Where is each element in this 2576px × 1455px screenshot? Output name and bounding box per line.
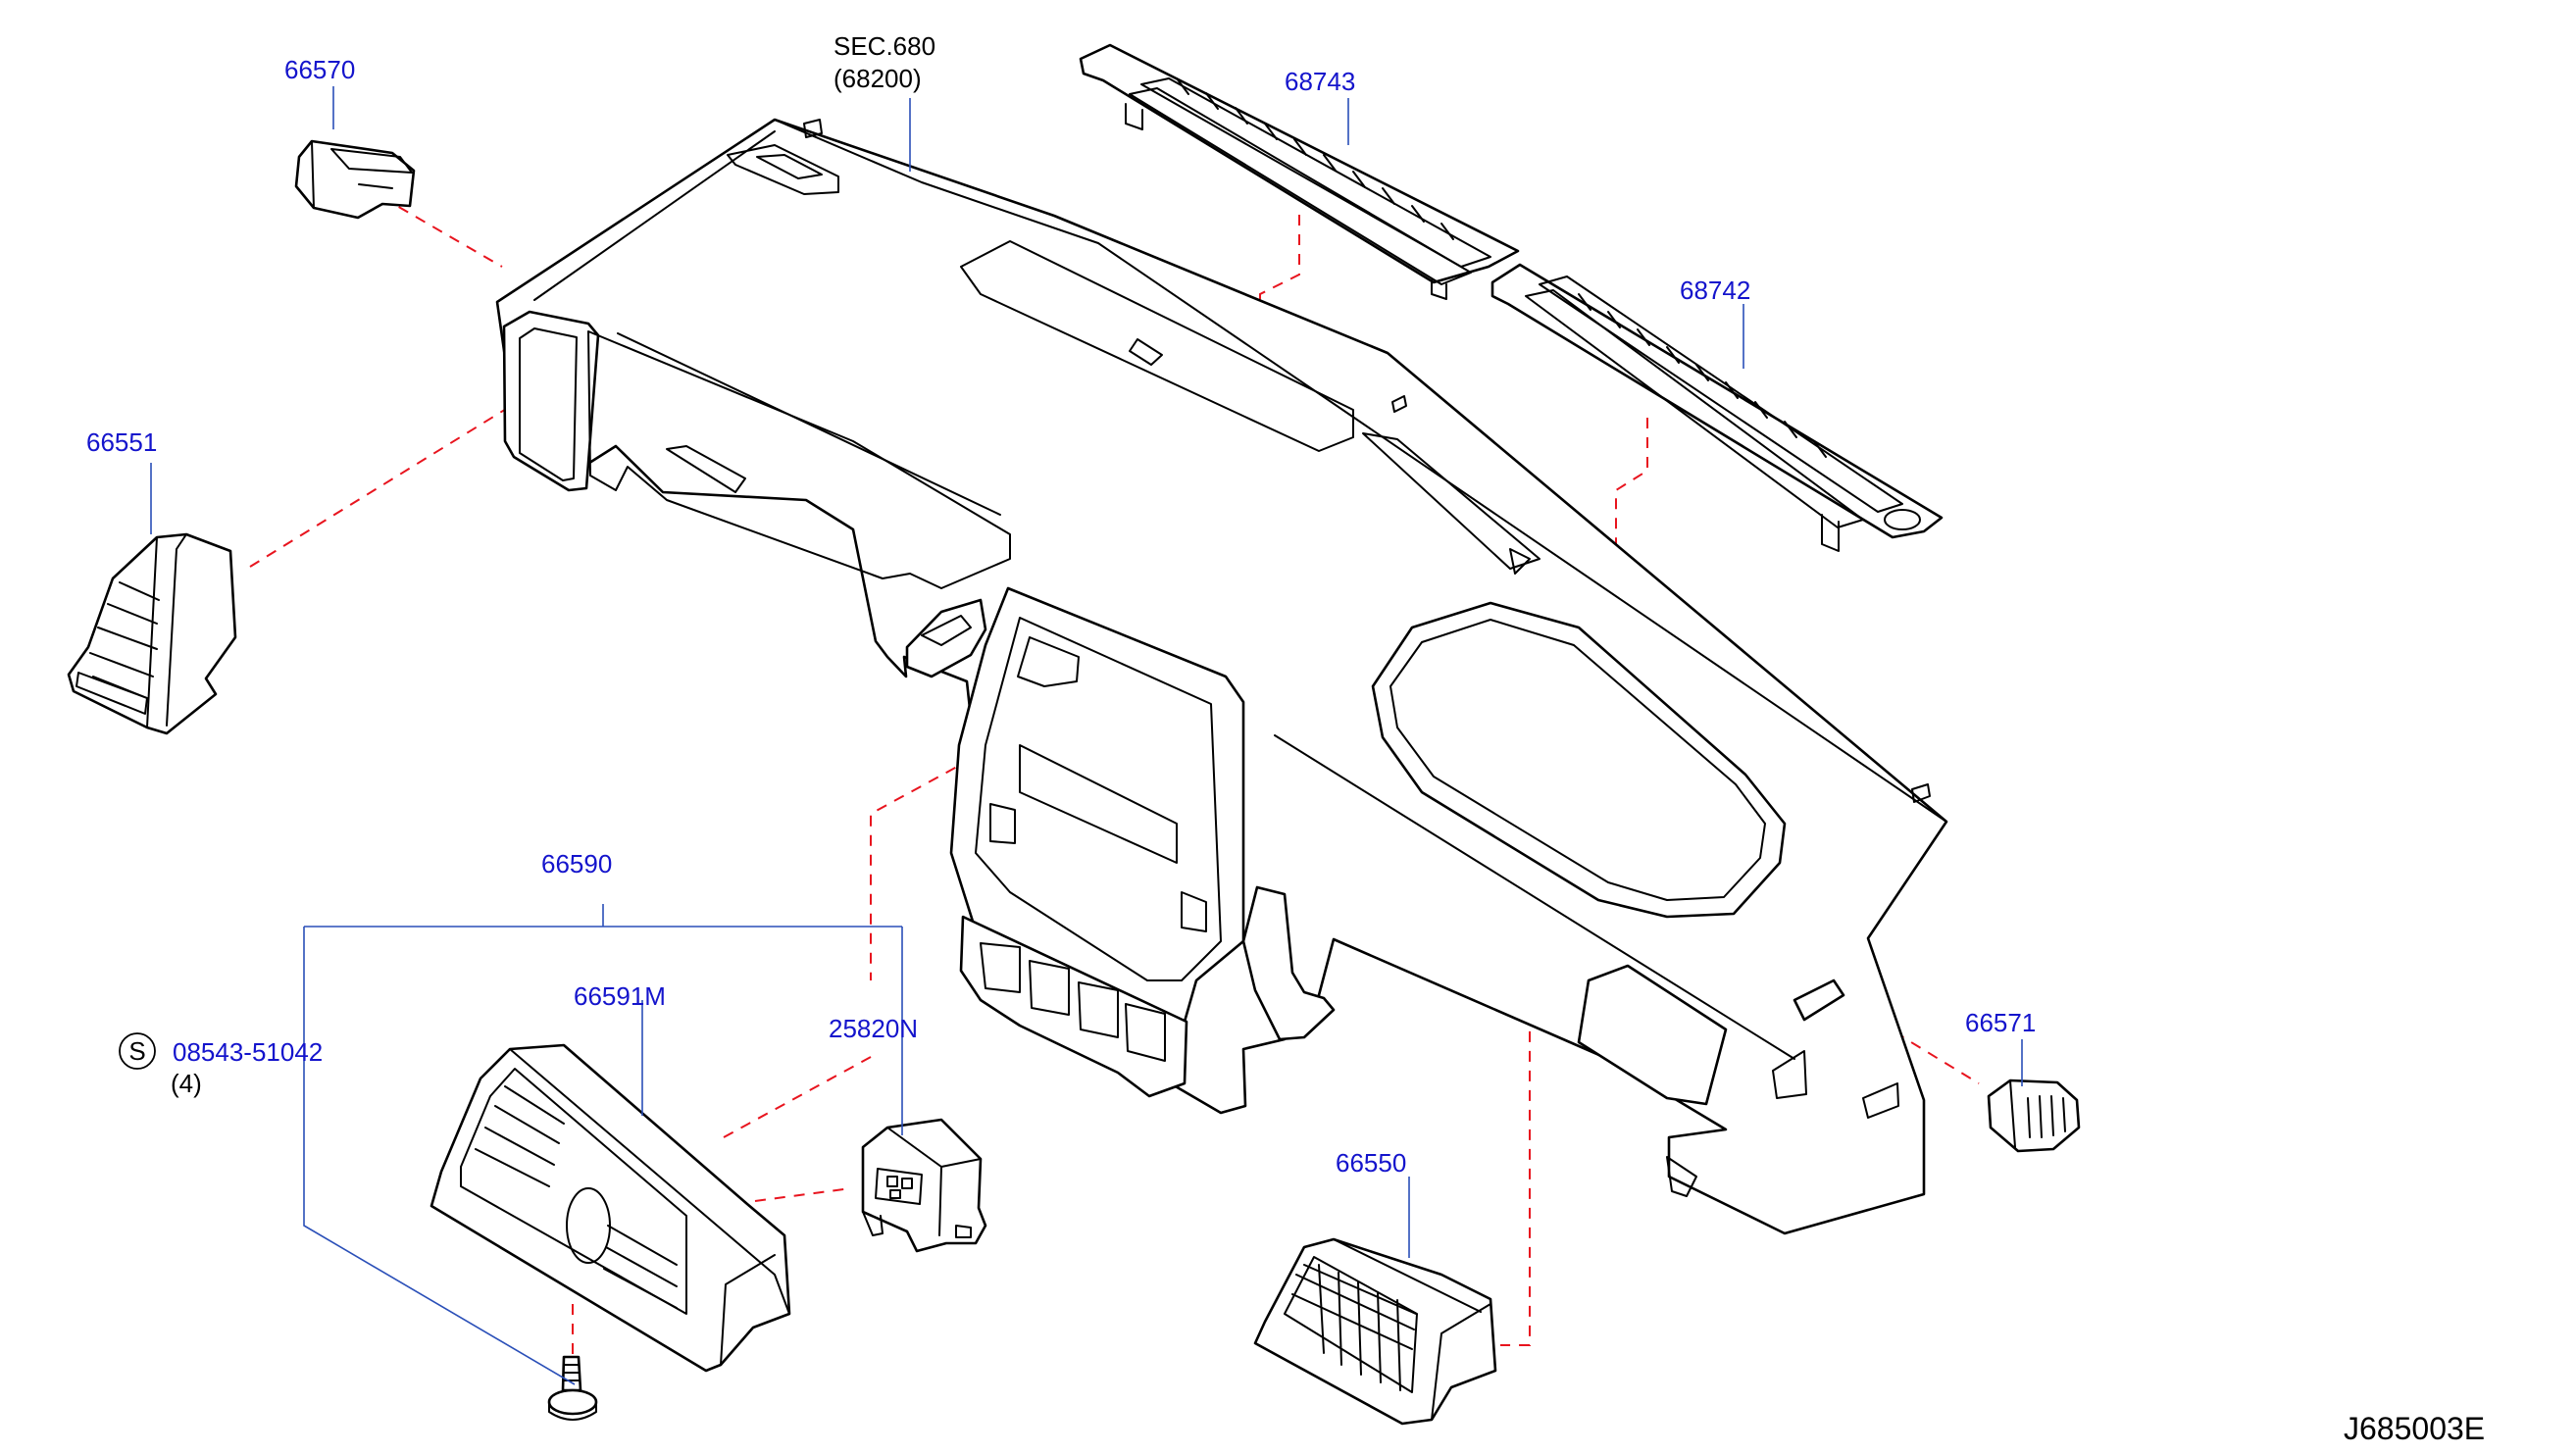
label-66551: 66551 (86, 427, 157, 457)
defroster-grille-68742 (1490, 263, 1944, 552)
label-25820n: 25820N (829, 1014, 918, 1043)
control-unit-25820n (861, 1118, 987, 1253)
label-quantity: (4) (171, 1069, 202, 1098)
center-vent-66591m (429, 1043, 791, 1373)
label-08543-51042: 08543-51042 (173, 1037, 323, 1067)
label-66590: 66590 (541, 849, 612, 878)
left-vent-66551 (67, 532, 237, 735)
label-66571: 66571 (1965, 1008, 2036, 1037)
leader-lines (150, 86, 2023, 1385)
defroster-grille-68743 (1079, 43, 1520, 300)
diagram-id: J685003E (2344, 1411, 2485, 1446)
label-68743: 68743 (1285, 67, 1355, 96)
screw-08543-51042 (547, 1355, 598, 1421)
lower-vent-66550 (1253, 1237, 1497, 1426)
side-vent-66571 (1987, 1079, 2081, 1153)
screw-symbol-letter: S (128, 1036, 145, 1066)
part-labels: SEC.680 (68200) 66570 68743 68742 66551 … (86, 31, 2485, 1446)
label-sec-sub: (68200) (833, 64, 922, 93)
label-68742: 68742 (1680, 276, 1750, 305)
label-66550: 66550 (1336, 1148, 1406, 1178)
label-sec: SEC.680 (833, 31, 935, 61)
label-66591m: 66591M (574, 981, 666, 1011)
dashboard-panel (495, 118, 1948, 1235)
circled-s-icon (119, 1032, 156, 1070)
side-vent-66570 (294, 139, 416, 220)
label-66570: 66570 (284, 55, 355, 84)
